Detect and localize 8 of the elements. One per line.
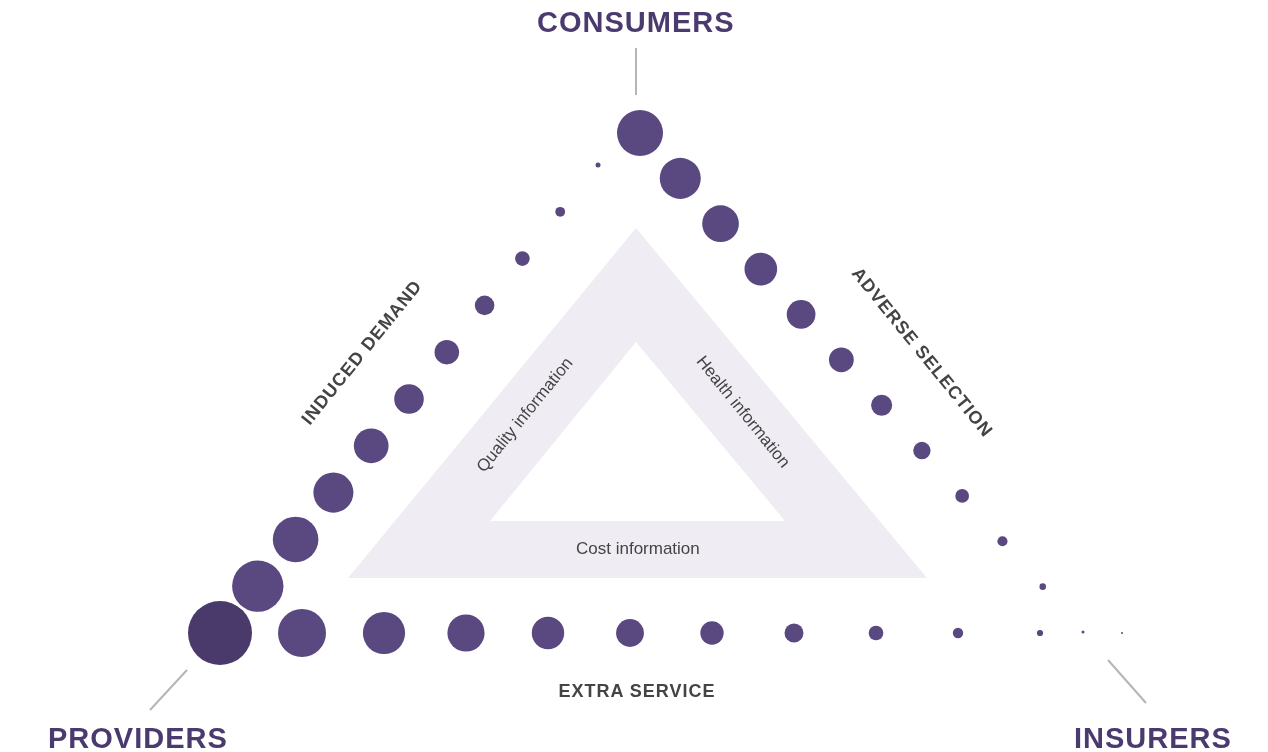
- side-label: EXTRA SERVICE: [558, 680, 716, 702]
- band-text: Cost information: [576, 539, 700, 559]
- corner-label: INSURERS: [1074, 721, 1232, 752]
- leader-line: [1107, 659, 1147, 704]
- leader-line: [149, 669, 188, 711]
- corner-label: CONSUMERS: [537, 5, 735, 39]
- corner-label: PROVIDERS: [48, 721, 228, 752]
- leader-line: [635, 47, 637, 96]
